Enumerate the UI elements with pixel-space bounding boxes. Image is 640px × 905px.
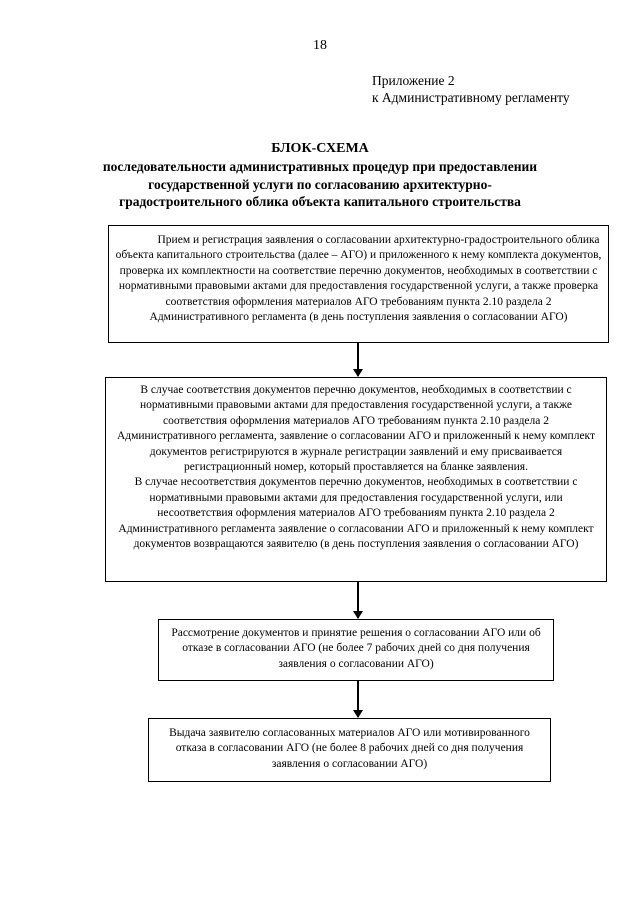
- arrow-down-3: [353, 681, 363, 718]
- appendix-line-1: Приложение 2: [372, 73, 455, 88]
- appendix-line-2: к Административному регламенту: [372, 90, 570, 105]
- step-3-text: Рассмотрение документов и принятие решен…: [171, 627, 541, 670]
- title-line-2: государственной услуги по согласованию а…: [148, 176, 492, 192]
- arrow-down-1: [353, 343, 363, 377]
- flowchart-title: БЛОК-СХЕМА последовательности администра…: [0, 140, 640, 211]
- page-number: 18: [313, 38, 327, 53]
- step-2-text-a: В случае соответствия документов перечню…: [116, 384, 596, 474]
- title-line-3: градостроительного облика объекта капита…: [119, 194, 521, 209]
- step-box-1: Прием и регистрация заявления о согласов…: [108, 225, 609, 343]
- appendix-note: Приложение 2 к Административному регламе…: [372, 72, 570, 106]
- step-2-text-b: В случае несоответствия документов переч…: [118, 476, 594, 551]
- step-box-3: Рассмотрение документов и принятие решен…: [158, 619, 554, 681]
- title-main: БЛОК-СХЕМА: [271, 141, 369, 156]
- step-box-4: Выдача заявителю согласованных материало…: [148, 718, 551, 782]
- step-1-text: Прием и регистрация заявления о согласов…: [115, 234, 602, 324]
- step-4-text: Выдача заявителю согласованных материало…: [169, 727, 530, 770]
- arrow-down-2: [353, 582, 363, 619]
- title-line-1: последовательности административных проц…: [102, 159, 538, 174]
- step-box-2: В случае соответствия документов перечню…: [105, 377, 607, 582]
